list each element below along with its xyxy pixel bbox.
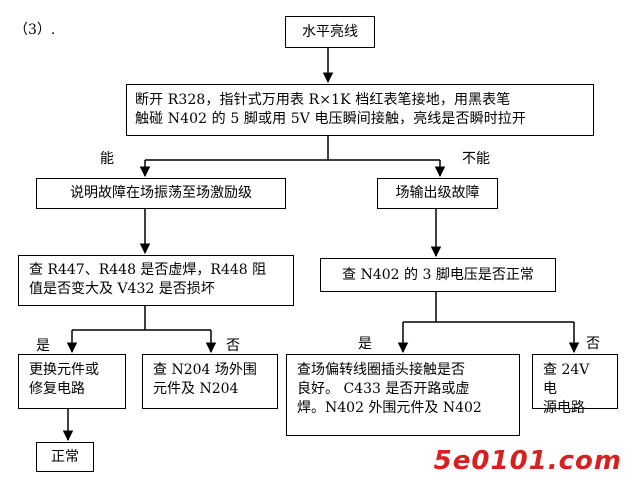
- edge-label-left-yes: 是: [36, 338, 50, 354]
- node-check-coil: 查场偏转线圈插头接触是否 良好。 C433 是否开路或虚 焊。N402 外围元件…: [286, 354, 520, 436]
- step-label: （3）.: [14, 22, 56, 38]
- node-check-n204: 查 N204 场外围 元件及 N204: [142, 354, 278, 409]
- node-replace: 更换元件或 修复电路: [18, 354, 126, 409]
- node-yes-result: 说明故障在场振荡至场激励级: [36, 178, 286, 209]
- edge-label-right-no: 否: [586, 336, 600, 352]
- edge-label-right-yes: 是: [358, 336, 372, 352]
- node-check-24v: 查 24V 电 源电路: [532, 354, 618, 416]
- node-no-result: 场输出级故障: [377, 178, 498, 209]
- node-normal: 正常: [36, 442, 94, 472]
- watermark-logo: 5e0101.com: [433, 446, 622, 476]
- node-start: 水平亮线: [285, 16, 375, 48]
- node-check-n402-pin3: 查 N402 的 3 脚电压是否正常: [320, 258, 556, 292]
- node-check-r447: 查 R447、R448 是否虚焊，R448 阻 值是否变大及 V432 是否损坏: [18, 255, 294, 306]
- edge-label-can: 能: [100, 151, 114, 167]
- node-test: 断开 R328，指针式万用表 R×1K 档红表笔接地，用黑表笔 触碰 N402 …: [126, 84, 594, 136]
- edge-label-cannot: 不能: [462, 151, 490, 167]
- edge-label-left-no: 否: [226, 338, 240, 354]
